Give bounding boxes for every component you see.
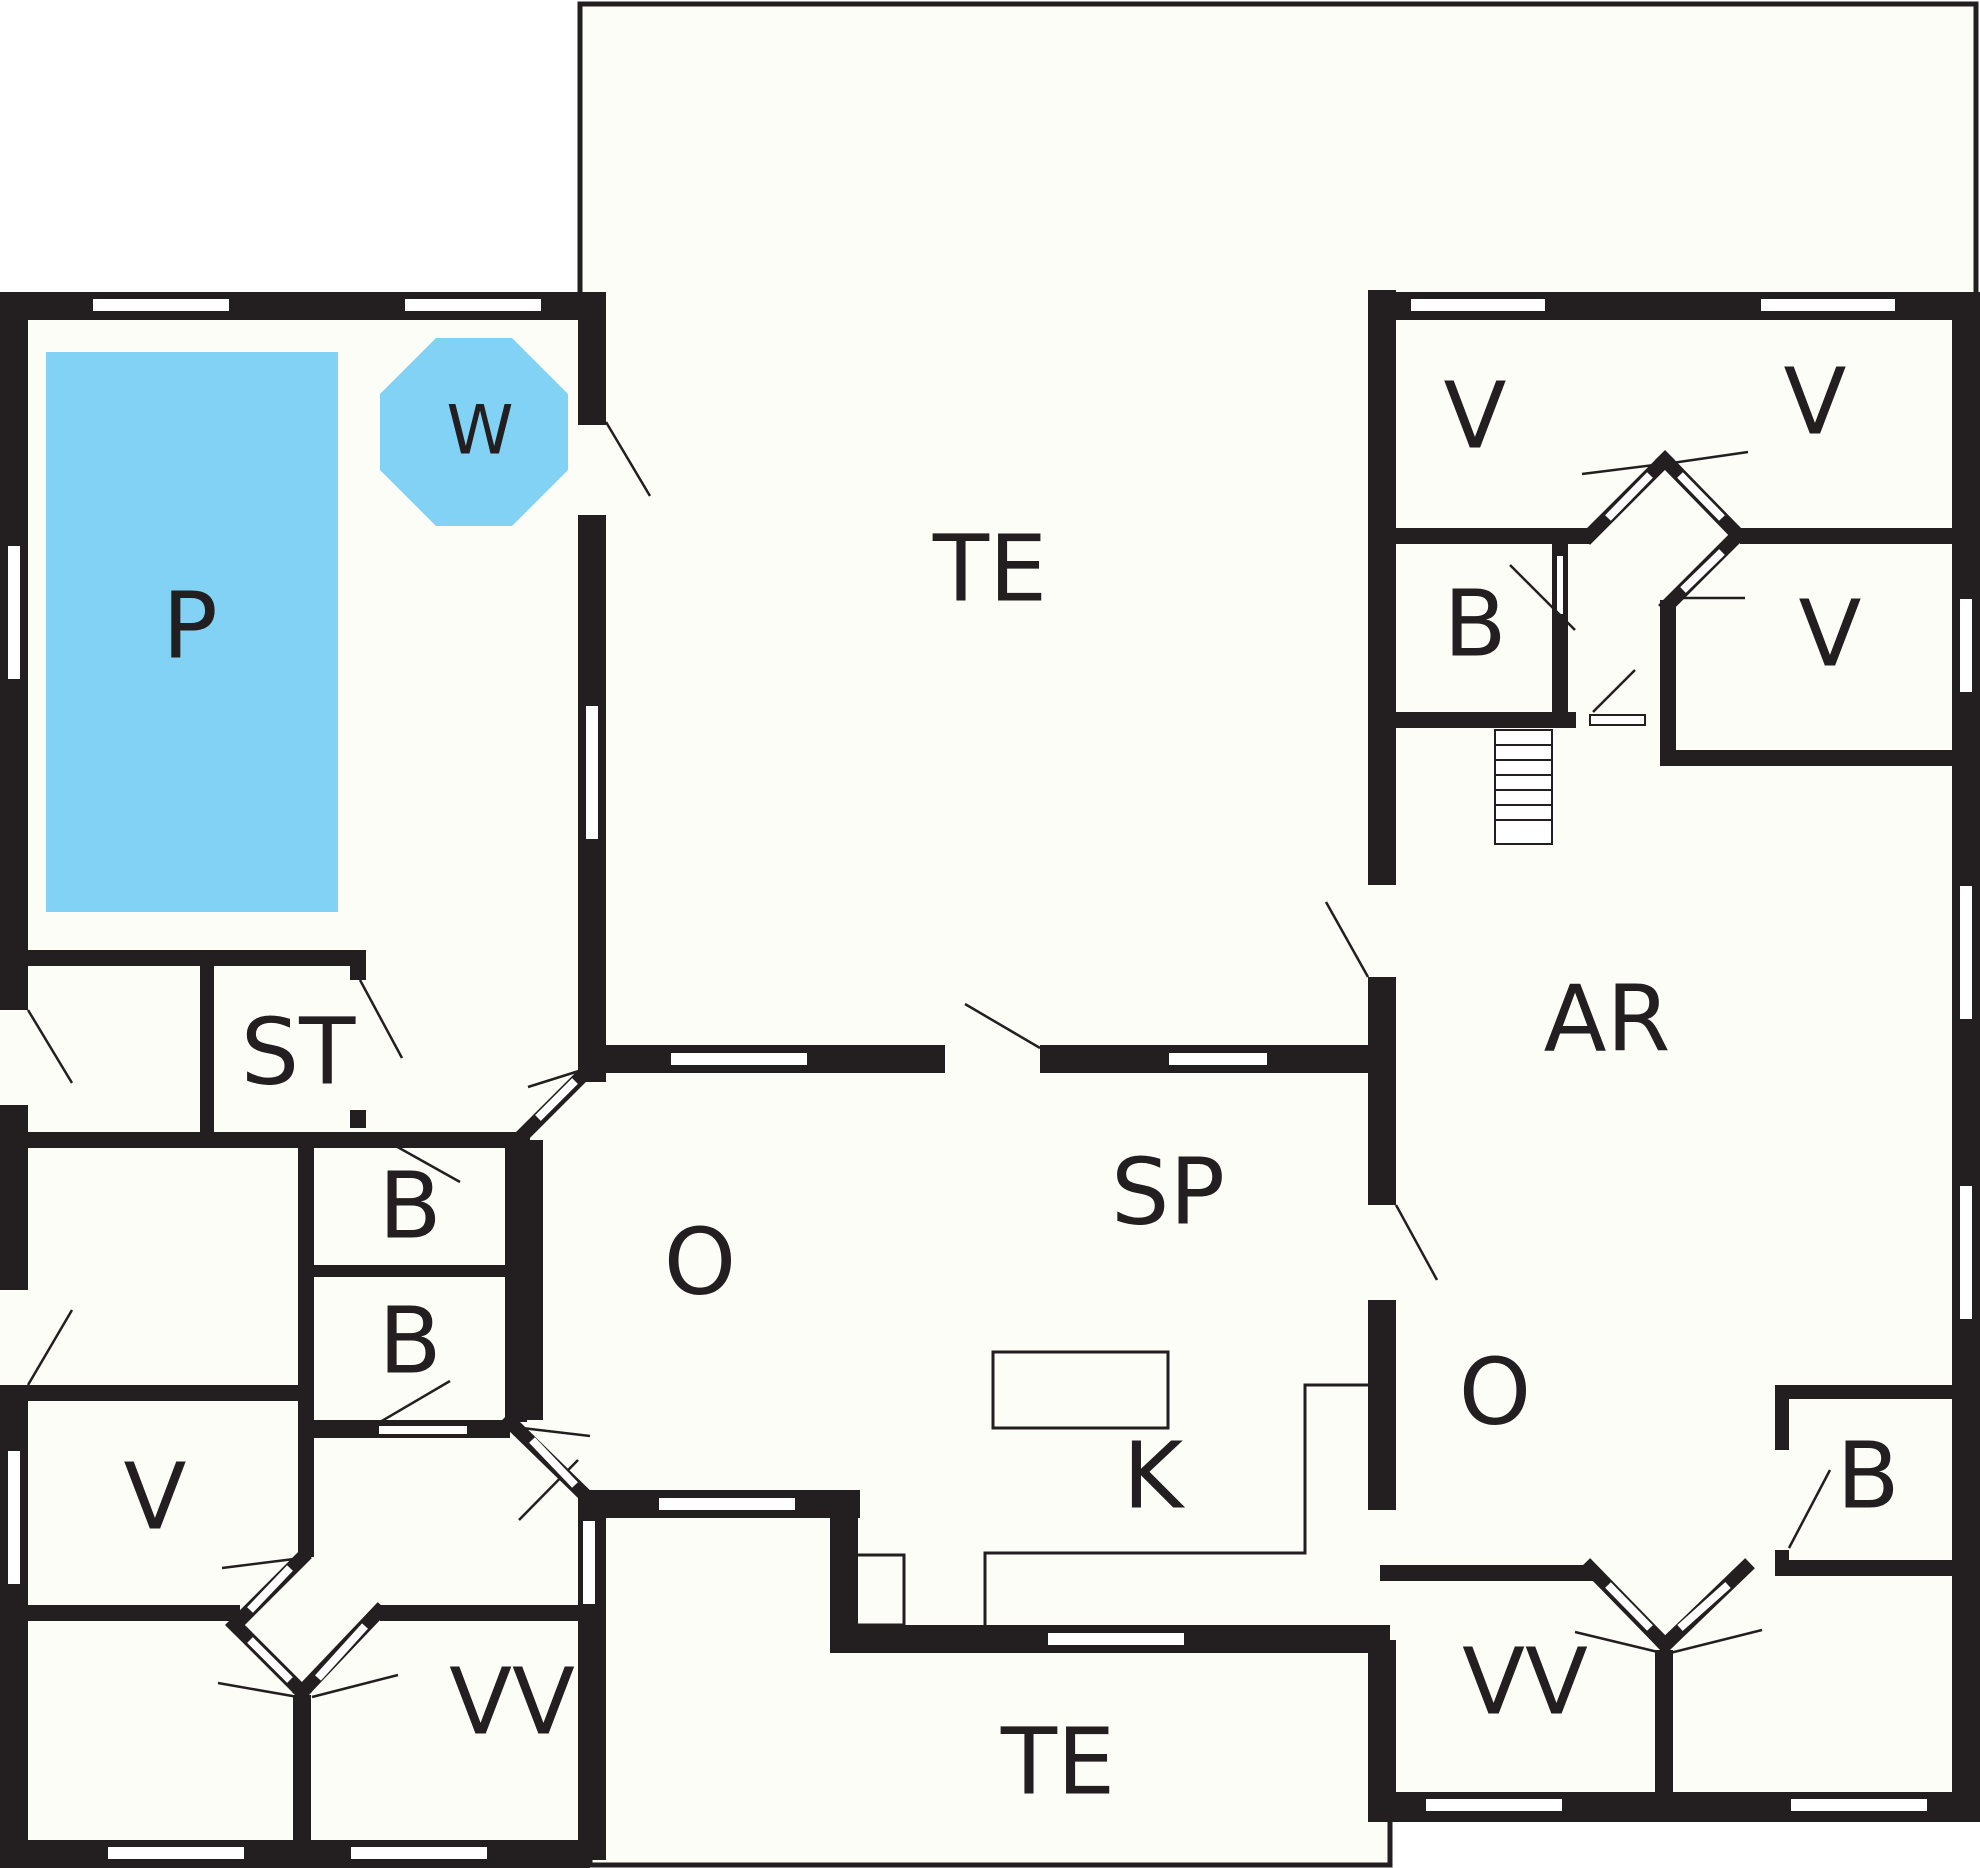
- label-bathroom-left-2: B: [378, 1287, 441, 1394]
- label-bathroom-right: B: [1836, 1422, 1899, 1529]
- label-bedroom-right-bunk: VV: [1462, 1628, 1588, 1735]
- room-labels: TE P W ST B B O SP K V VV TE V V V B AR …: [124, 348, 1900, 1815]
- label-bathroom-top: B: [1443, 570, 1506, 677]
- label-bathroom-left-1: B: [378, 1152, 441, 1259]
- door-swings: [26, 421, 1832, 1699]
- windows: [6, 297, 1974, 1861]
- whirlpool: [380, 338, 568, 526]
- label-bedroom-left: V: [124, 1443, 187, 1550]
- staircase: [1494, 729, 1553, 845]
- label-storage: ST: [241, 998, 356, 1105]
- door-openings: [0, 425, 1789, 1550]
- label-kitchen-dining: SP: [1111, 1138, 1225, 1245]
- label-bedroom-top-1: V: [1444, 362, 1507, 469]
- label-bedroom-right: V: [1799, 580, 1862, 687]
- label-terrace-top: TE: [932, 515, 1047, 622]
- label-terrace-bottom: TE: [1000, 1708, 1115, 1815]
- pool: [46, 352, 338, 912]
- label-activity-room: AR: [1544, 965, 1671, 1072]
- label-living-left: O: [664, 1208, 736, 1315]
- right-wing-floor: [1366, 292, 1980, 1822]
- kitchen-counters: [854, 1350, 1378, 1627]
- diagonal-door-leaves: [247, 472, 1731, 1683]
- label-living-right: O: [1459, 1338, 1531, 1445]
- label-bedroom-left-bunk: VV: [449, 1648, 575, 1755]
- label-pool: P: [162, 572, 217, 679]
- label-bedroom-top-2: V: [1784, 348, 1847, 455]
- label-kitchen: K: [1123, 1422, 1186, 1529]
- label-whirlpool: W: [446, 392, 513, 471]
